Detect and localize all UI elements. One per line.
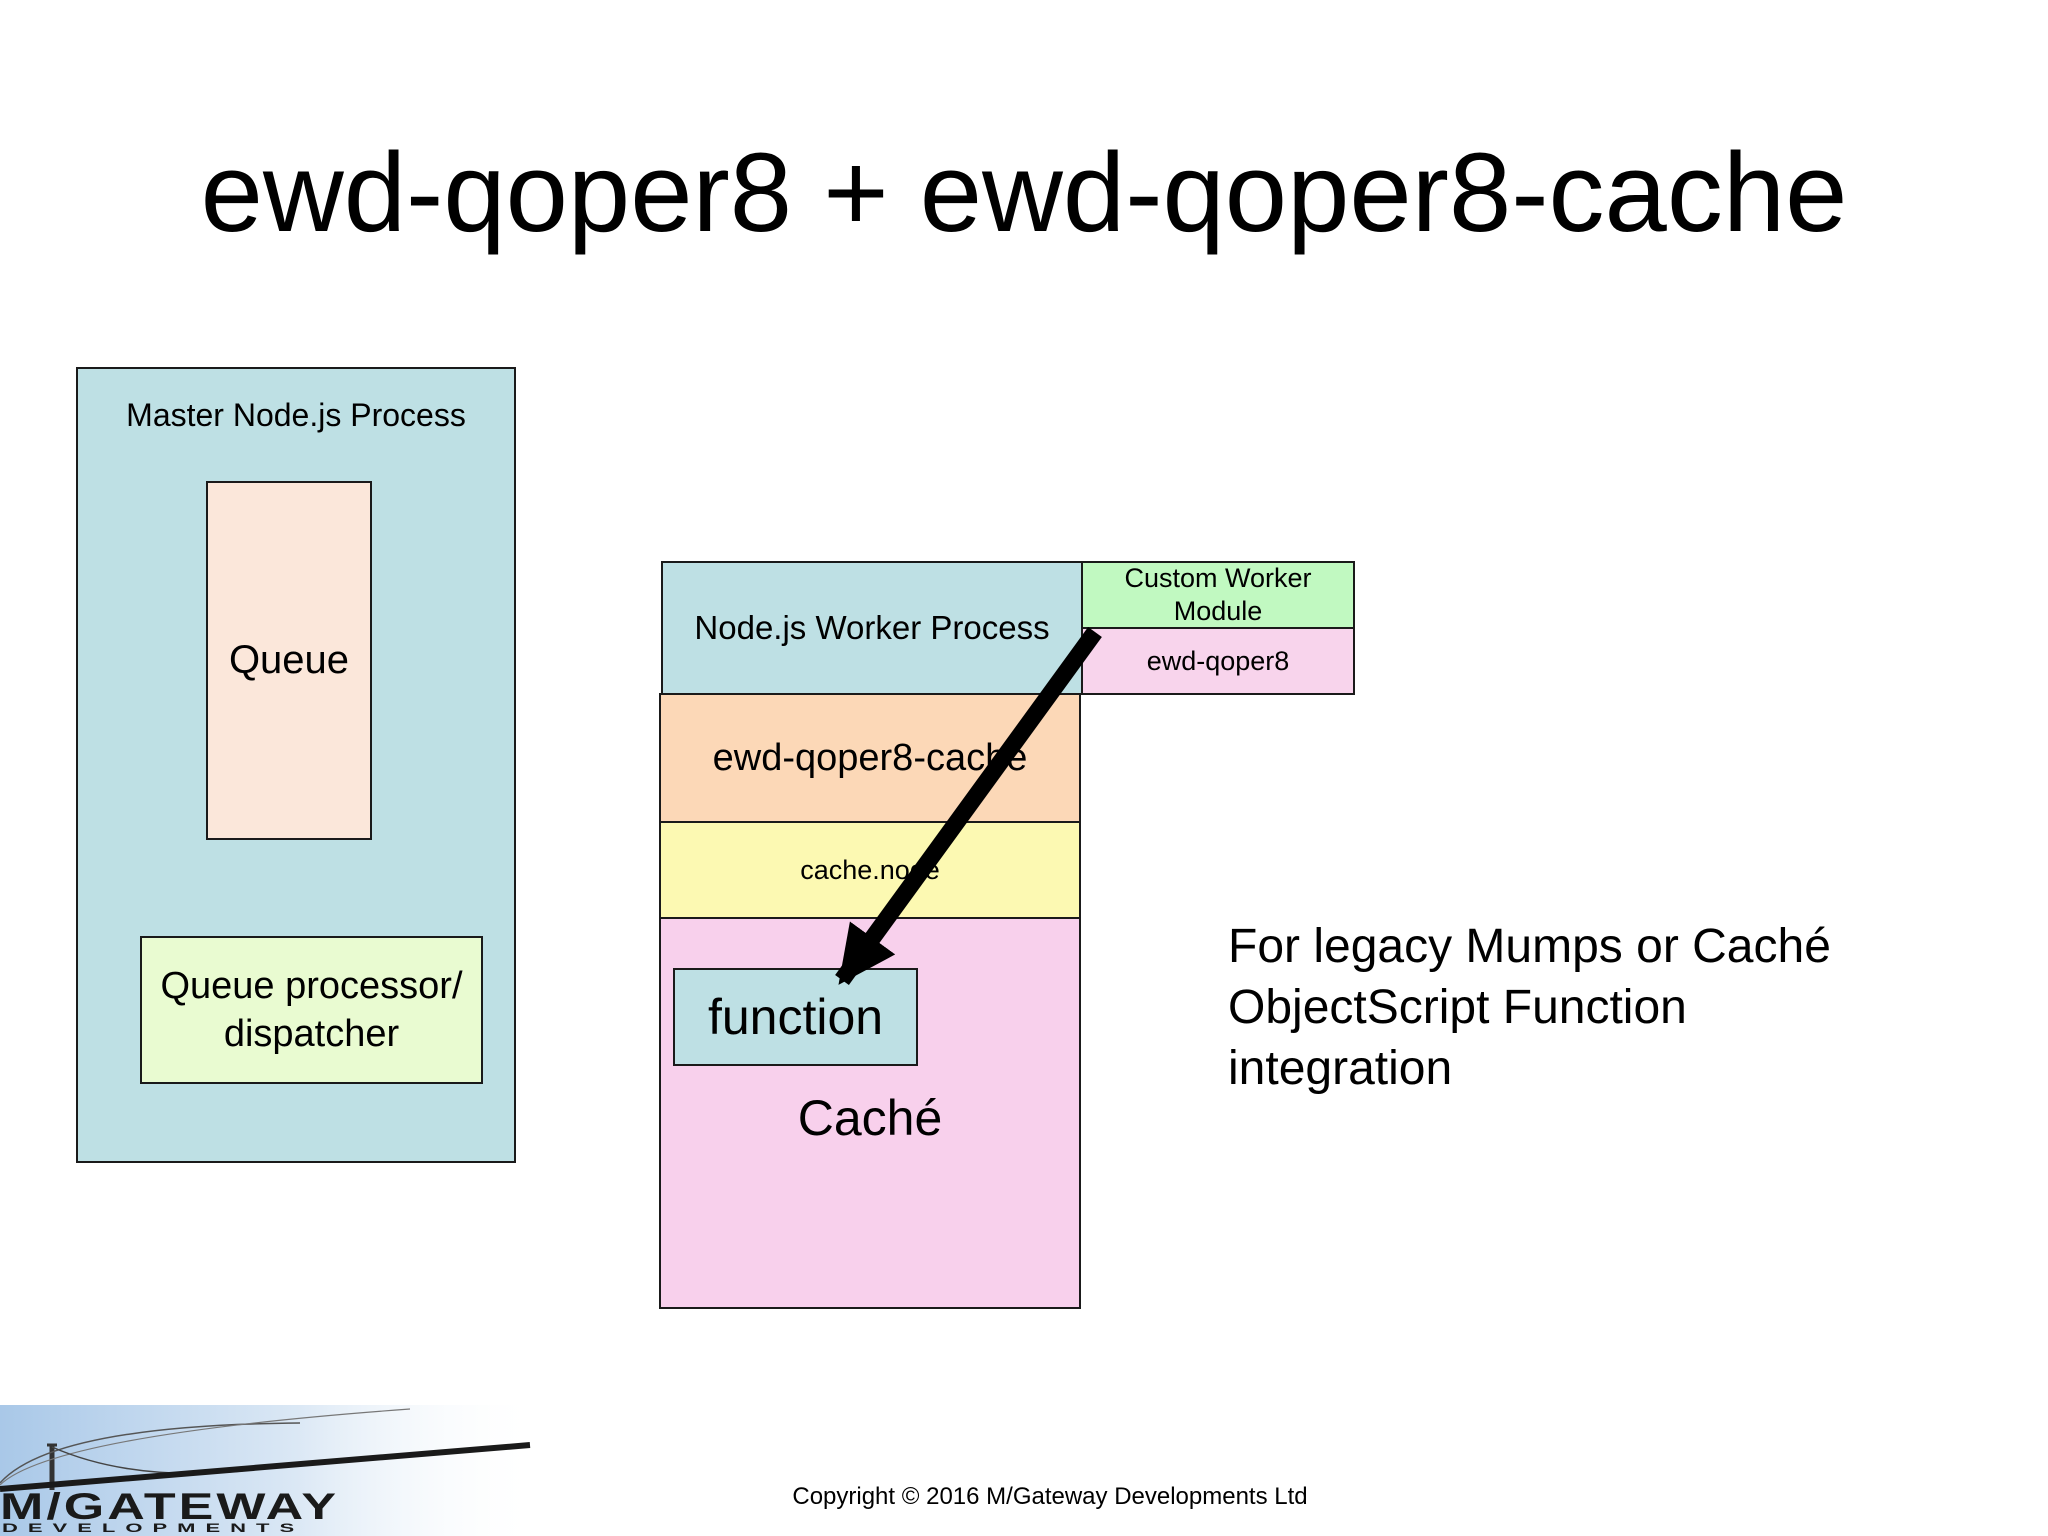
logo-name: M/GATEWAY bbox=[0, 1485, 340, 1528]
cache-node-box: cache.node bbox=[659, 821, 1081, 919]
slide-title: ewd-qoper8 + ewd-qoper8-cache bbox=[200, 130, 1848, 255]
cache-database-label: Caché bbox=[797, 1090, 943, 1146]
logo-subtitle: DEVELOPMENTS bbox=[2, 1520, 305, 1535]
worker-process-box: Node.js Worker Process bbox=[661, 561, 1083, 695]
mgateway-logo bbox=[0, 1405, 540, 1536]
queue-box: Queue bbox=[206, 481, 372, 840]
legacy-integration-note: For legacy Mumps or Caché ObjectScript F… bbox=[1228, 920, 1831, 1095]
copyright-text: Copyright © 2016 M/Gateway Developments … bbox=[792, 1483, 1308, 1510]
queue-dispatcher-box: Queue processor/ dispatcher bbox=[140, 936, 483, 1084]
custom-worker-module-box: Custom Worker Module bbox=[1081, 561, 1355, 629]
ewd-qoper8-box: ewd-qoper8 bbox=[1081, 627, 1355, 695]
ewd-qoper8-cache-box: ewd-qoper8-cache bbox=[659, 693, 1081, 823]
master-process-label: Master Node.js Process bbox=[126, 397, 466, 433]
function-box: function bbox=[673, 968, 918, 1066]
